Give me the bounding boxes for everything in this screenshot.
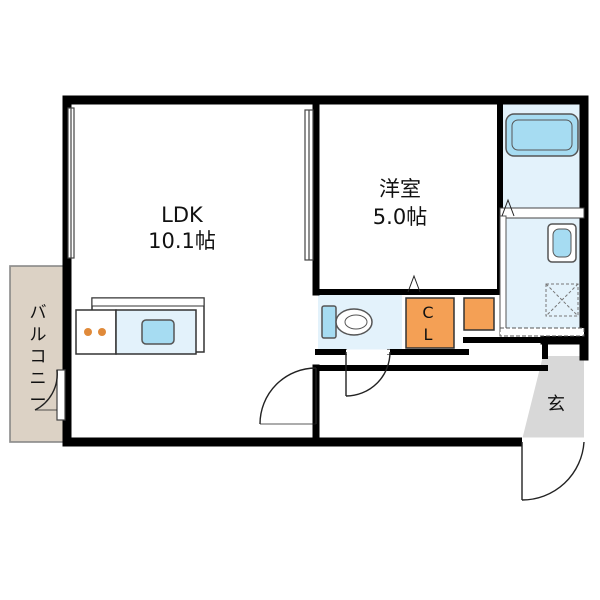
kitchen-backsplash (91, 297, 205, 307)
stove-area (75, 309, 117, 355)
balcony-char: ニ (30, 369, 47, 389)
balcony-char: コ (30, 347, 47, 367)
doors (34, 198, 585, 501)
closet (405, 297, 455, 349)
balcony-label: バ ル コ ニ ー (30, 303, 47, 411)
western-room-size-label: 5.0帖 (373, 205, 427, 229)
balcony-char: バ (30, 303, 47, 323)
washing-machine-space-icon (545, 283, 579, 317)
washroom-partition (499, 327, 585, 337)
bathtub-icon (505, 113, 579, 157)
sink-icon (141, 319, 175, 345)
entrance-label: 玄 (547, 394, 565, 415)
stove-burner-icon (98, 328, 106, 336)
closet-label-l: L (424, 325, 433, 344)
entrance-area (522, 356, 584, 440)
ldk-size-label: 10.1帖 (148, 229, 216, 253)
balcony-char: ー (30, 391, 47, 411)
western-room-label: 洋室 (379, 177, 421, 201)
windows (56, 107, 314, 421)
walls (62, 95, 589, 447)
washroom-sliding-door (499, 215, 507, 335)
toilet-tank-icon (321, 305, 337, 339)
stove-burner-icon (84, 328, 92, 336)
storage-small (463, 297, 495, 331)
balcony-char: ル (30, 325, 47, 345)
toilet-bowl-icon (335, 308, 373, 336)
bath-divider (499, 207, 585, 219)
ldk-label: LDK (161, 203, 204, 227)
closet-label-c: C (422, 303, 433, 322)
